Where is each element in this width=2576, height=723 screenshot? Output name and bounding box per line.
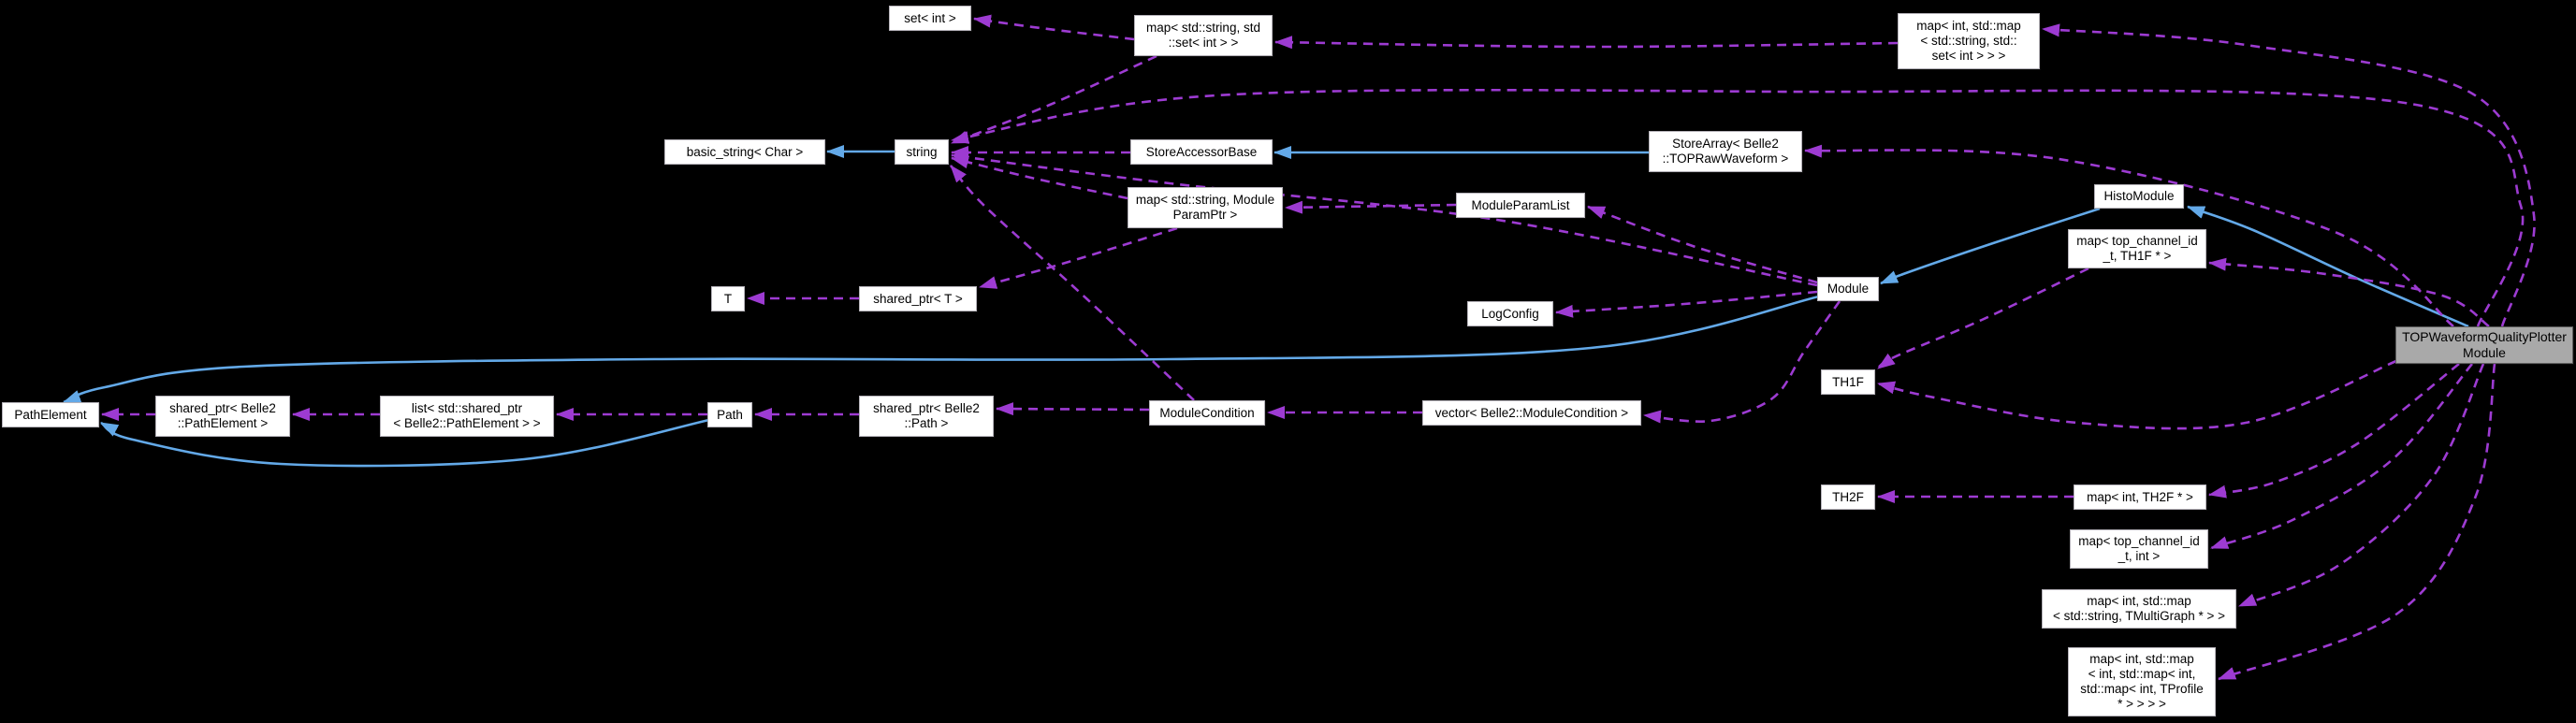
node-set_int[interactable]: set< int >: [889, 6, 971, 31]
edge-main-to-mapmg: [2238, 363, 2485, 608]
node-sptrpe[interactable]: shared_ptr< Belle2 ::PathElement >: [155, 396, 290, 437]
edge-mod-to-vec: [1643, 300, 1841, 424]
edge-main-to-histo: [2187, 205, 2469, 328]
edge-mod-to-mpl: [1587, 205, 1818, 284]
node-pathel[interactable]: PathElement: [2, 402, 99, 427]
node-th1f[interactable]: TH1F: [1821, 369, 1875, 395]
edge-mod-to-pathel: [63, 295, 1820, 404]
edge-mapss-to-str: [951, 54, 1157, 145]
edge-mod-to-str: [951, 151, 1818, 287]
node-mapth1f[interactable]: map< top_channel_id _t, TH1F * >: [2068, 229, 2206, 268]
edge-path-to-pathel: [100, 418, 710, 468]
edge-mod-to-logc: [1555, 290, 1818, 318]
node-mapth2f[interactable]: map< int, TH2F * >: [2074, 484, 2206, 510]
edge-main-to-mapth1f: [2208, 257, 2490, 328]
node-vec[interactable]: vector< Belle2::ModuleCondition >: [1422, 400, 1641, 426]
edge-mcond-to-sptrpath: [996, 402, 1150, 416]
node-mapprof[interactable]: map< int, std::map < int, std::map< int,…: [2068, 647, 2216, 716]
edge-main-to-str: [951, 88, 2525, 327]
node-mcond[interactable]: ModuleCondition: [1149, 400, 1265, 426]
edge-main-to-mapprof: [2218, 363, 2496, 681]
node-mapss[interactable]: map< std::string, std ::set< int > >: [1134, 15, 1273, 56]
edge-main-to-mapims: [2042, 23, 2536, 327]
edge-mapims-to-mapss: [1274, 36, 1899, 50]
node-str[interactable]: string: [895, 139, 949, 165]
node-histo[interactable]: HistoModule: [2094, 184, 2184, 209]
edge-main-to-mapth2f: [2208, 362, 2460, 499]
edge-mapss-to-set_int: [973, 14, 1135, 41]
edge-main-to-th1f: [1877, 359, 2397, 430]
node-sptrT[interactable]: shared_ptr< T >: [859, 286, 977, 311]
node-logc[interactable]: LogConfig: [1467, 301, 1553, 326]
edge-mcond-to-str: [949, 165, 1195, 401]
edge-mapmp-to-str: [951, 155, 1128, 200]
node-sptrpath[interactable]: shared_ptr< Belle2 ::Path >: [859, 396, 994, 437]
edge-main-to-mapint: [2210, 363, 2473, 550]
node-list[interactable]: list< std::shared_ptr < Belle2::PathElem…: [380, 396, 554, 437]
node-sarr[interactable]: StoreArray< Belle2 ::TOPRawWaveform >: [1649, 131, 1802, 172]
node-mapint[interactable]: map< top_channel_id _t, int >: [2070, 529, 2208, 569]
edge-main-to-sarr: [1804, 144, 2454, 328]
node-path[interactable]: Path: [707, 402, 752, 427]
node-mapims[interactable]: map< int, std::map < std::string, std:: …: [1898, 13, 2040, 69]
edge-histo-to-mod: [1880, 207, 2101, 285]
node-T[interactable]: T: [711, 286, 745, 311]
node-main: TOPWaveformQualityPlotter Module: [2395, 326, 2573, 364]
node-mapmp[interactable]: map< std::string, Module ParamPtr >: [1128, 187, 1283, 228]
node-th2f[interactable]: TH2F: [1821, 484, 1875, 510]
edge-mpl-to-mapmp: [1285, 200, 1457, 214]
edge-mapmp-to-sptrT: [979, 226, 1178, 289]
node-bstr[interactable]: basic_string< Char >: [664, 139, 825, 165]
node-sab[interactable]: StoreAccessorBase: [1130, 139, 1273, 165]
node-mapmg[interactable]: map< int, std::map < std::string, TMulti…: [2042, 589, 2236, 629]
node-mod[interactable]: Module: [1817, 277, 1879, 301]
node-mpl[interactable]: ModuleParamList: [1456, 193, 1585, 218]
edge-mapth1f-to-th1f: [1877, 267, 2089, 370]
